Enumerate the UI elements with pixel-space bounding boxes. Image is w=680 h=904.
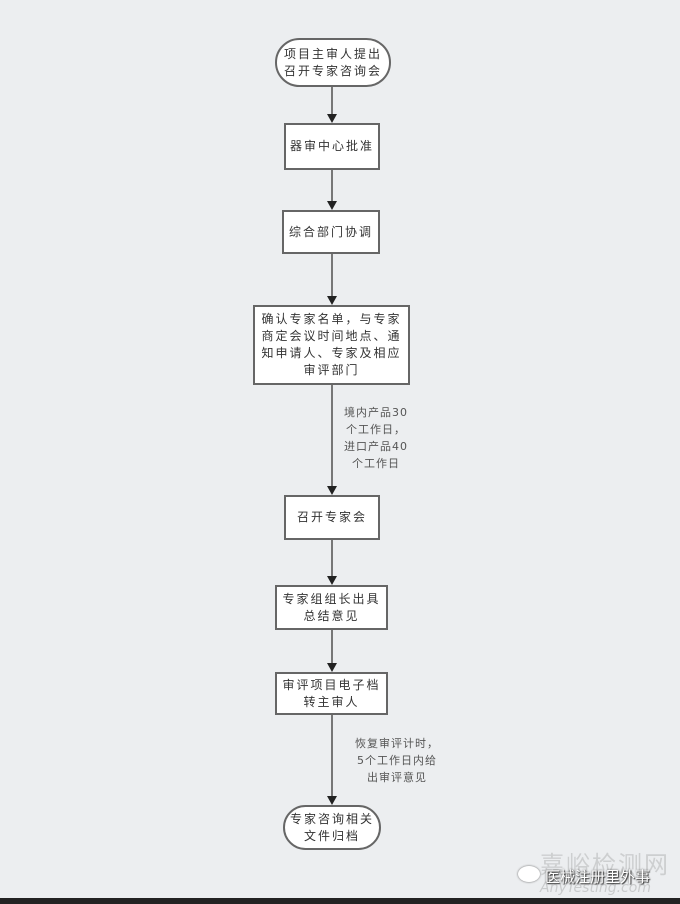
arrow-head (327, 663, 337, 672)
connector (331, 540, 333, 578)
connector (331, 170, 333, 203)
watermark-account: 医械注册里外事 (545, 868, 651, 886)
expert-meeting-node: 召开专家会 (284, 495, 380, 540)
arrow-head (327, 201, 337, 210)
connector (331, 87, 333, 117)
timeline-note-2: 恢复审评计时，5个工作日内给出审评意见 (355, 737, 439, 784)
connector (331, 630, 333, 665)
connector (331, 254, 333, 298)
connector (331, 385, 333, 488)
bottom-border (0, 898, 680, 904)
confirm-experts-node: 确认专家名单，与专家商定会议时间地点、通知申请人、专家及相应审评部门 (253, 305, 410, 385)
approval-node: 器审中心批准 (284, 123, 380, 170)
watermark-site: 嘉峪检测网 (540, 851, 670, 879)
arrow-head (327, 296, 337, 305)
end-node: 专家咨询相关文件归档 (283, 805, 381, 850)
arrow-head (327, 114, 337, 123)
watermark-domain: AnyTesting.com (540, 880, 651, 896)
arrow-head (327, 576, 337, 585)
arrow-head (327, 796, 337, 805)
transfer-file-node: 审评项目电子档转主审人 (275, 672, 388, 715)
connector (331, 715, 333, 798)
summary-opinion-node: 专家组组长出具总结意见 (275, 585, 388, 630)
wechat-icon (518, 866, 540, 882)
timeline-note-1: 境内产品30个工作日，进口产品40个工作日 (344, 406, 408, 470)
coordination-node: 综合部门协调 (282, 210, 380, 254)
arrow-head (327, 486, 337, 495)
start-node: 项目主审人提出召开专家咨询会 (275, 38, 391, 87)
